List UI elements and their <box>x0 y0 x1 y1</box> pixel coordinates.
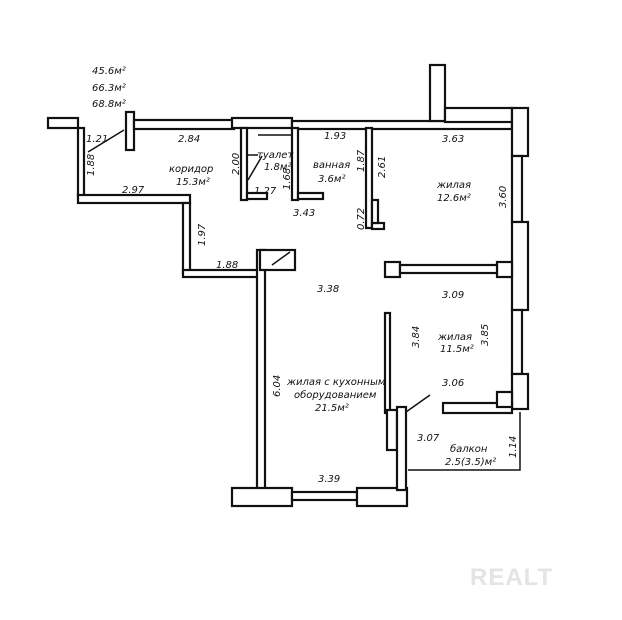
fixtures <box>87 129 521 471</box>
total-area: 66.3м² <box>92 83 126 94</box>
dim: 3.85 <box>480 324 491 346</box>
dim: 3.84 <box>411 326 422 348</box>
toilet-area: 1.8м² <box>264 162 291 173</box>
total-area-balcony: 68.8м² <box>92 99 126 110</box>
dim: 3.60 <box>498 186 509 208</box>
living-area: 45.6м² <box>92 66 126 77</box>
dim: 1.97 <box>197 223 208 246</box>
dim: 3.43 <box>293 208 315 219</box>
bathroom-name: ванная <box>313 160 350 171</box>
bathroom-area: 3.6м² <box>318 174 345 185</box>
dim: 2.97 <box>122 185 145 196</box>
dim: 3.63 <box>442 134 464 145</box>
dim: 1.88 <box>86 154 97 176</box>
dim: 6.04 <box>272 375 283 397</box>
bedroom1-area: 12.6м² <box>437 193 471 204</box>
kitchen-living-name: жилая с кухонным <box>286 377 386 388</box>
bedroom2-name: жилая <box>437 332 472 343</box>
dimensions: 1.21 2.84 1.93 3.63 1.88 2.97 2.00 1.27 … <box>86 131 519 485</box>
dim: 2.61 <box>377 156 388 178</box>
dim: 3.06 <box>442 378 464 389</box>
walls <box>46 63 530 508</box>
dim: 1.88 <box>216 260 238 271</box>
room-labels: коридор 15.3м² туалет 1.8м² ванная 3.6м²… <box>169 150 496 468</box>
toilet-name: туалет <box>257 150 294 161</box>
balcony-name: балкон <box>450 443 488 455</box>
dim: 3.39 <box>318 474 340 485</box>
dim: 1.68 <box>282 168 293 190</box>
dim: 2.00 <box>231 153 242 175</box>
watermark-logo: REALT <box>470 564 553 591</box>
dim: 3.07 <box>417 433 440 444</box>
kitchen-living-area: 21.5м² <box>315 403 349 414</box>
dim: 1.14 <box>508 436 519 458</box>
bedroom2-area: 11.5м² <box>440 344 474 355</box>
dim: 1.21 <box>86 134 108 145</box>
balcony-area: 2.5(3.5)м² <box>445 457 496 468</box>
bedroom1-name: жилая <box>436 180 471 191</box>
dim: 1.93 <box>324 131 346 142</box>
dim: 1.87 <box>356 149 367 172</box>
kitchen-living-name2: оборудованием <box>294 389 377 401</box>
dim: 3.09 <box>442 290 464 301</box>
dim: 1.27 <box>254 186 277 197</box>
corridor-name: коридор <box>169 164 213 175</box>
dim: 3.38 <box>317 284 339 295</box>
summary-areas: 45.6м² 66.3м² 68.8м² <box>92 66 126 110</box>
dim: 0.72 <box>356 208 367 230</box>
dim: 2.84 <box>178 134 200 145</box>
corridor-area: 15.3м² <box>176 177 210 188</box>
